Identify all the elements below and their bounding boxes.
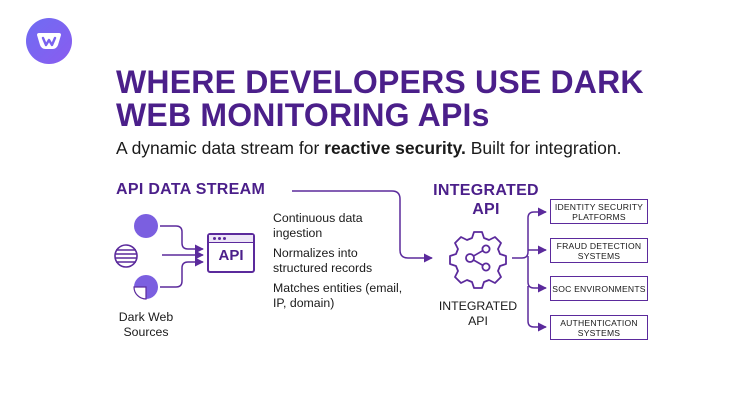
api-window-box: API <box>207 233 255 273</box>
api-data-stream-heading: API DATA STREAM <box>116 181 266 198</box>
integrated-api-caption: INTEGRATED API <box>438 299 518 328</box>
subtitle-text-end: Built for integration. <box>465 138 622 158</box>
target-fraud-detection-systems: FRAUD DETECTION SYSTEMS <box>550 238 648 263</box>
page-title: WHERE DEVELOPERS USE DARK WEB MONITORING… <box>116 64 644 133</box>
brand-logo-icon <box>26 18 72 64</box>
circle-source-icon <box>134 214 158 238</box>
window-dot <box>213 237 216 240</box>
window-api-icon <box>209 235 253 243</box>
subtitle-text-start: A dynamic data stream for <box>116 138 325 158</box>
striped-globe-source-icon <box>114 244 138 268</box>
target-bracket <box>512 207 547 259</box>
feature-ingestion: Continuous data ingestion <box>273 211 363 240</box>
stream-to-integrated-connector <box>292 190 433 263</box>
feature-normalization: Normalizes into structured records <box>273 246 373 275</box>
pie-source-icon <box>133 275 158 300</box>
page-subtitle: A dynamic data stream for reactive secur… <box>116 138 716 159</box>
window-dot <box>223 237 226 240</box>
target-identity-security-platforms: IDENTITY SECURITY PLATFORMS <box>550 199 648 224</box>
source-3-connector <box>160 257 204 288</box>
gear-network-icon <box>449 231 507 289</box>
feature-entity-matching: Matches entities (email, IP, domain) <box>273 281 403 310</box>
target-soc-environments: SOC ENVIRONMENTS <box>550 276 648 301</box>
target-connector-4 <box>527 286 547 332</box>
source-1-connector <box>160 225 204 254</box>
dark-web-sources-label: Dark Web Sources <box>118 310 174 339</box>
window-dot <box>218 237 221 240</box>
api-box-label: API <box>218 247 244 264</box>
subtitle-emphasis: reactive security. <box>324 138 466 158</box>
target-authentication-systems: AUTHENTICATION SYSTEMS <box>550 315 648 340</box>
target-connector-3 <box>527 256 547 293</box>
integrated-api-heading: INTEGRATED API <box>433 182 539 218</box>
